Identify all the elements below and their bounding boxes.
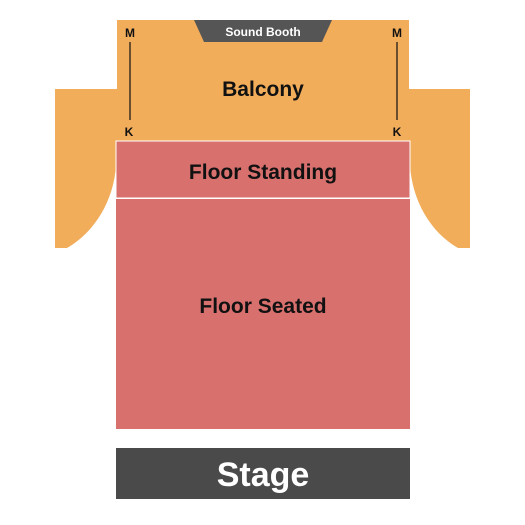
row-marker-left: M K xyxy=(125,26,135,139)
stage: Stage xyxy=(116,448,410,499)
row-label-right-bottom: K xyxy=(393,125,402,139)
balcony-label: Balcony xyxy=(222,78,304,101)
row-label-left-top: M xyxy=(125,26,135,40)
balcony-right-wing[interactable] xyxy=(409,89,470,248)
sound-booth: Sound Booth xyxy=(194,20,332,42)
balcony-left-wing[interactable] xyxy=(55,89,117,248)
section-floor-seated[interactable]: Floor Seated xyxy=(116,199,410,429)
stage-area xyxy=(116,448,410,499)
row-marker-right: M K xyxy=(392,26,402,139)
floor-seated-label: Floor Seated xyxy=(199,295,326,318)
row-label-left-bottom: K xyxy=(125,125,134,139)
sound-booth-label: Sound Booth xyxy=(225,25,300,39)
floor-standing-label: Floor Standing xyxy=(189,161,337,184)
floor-standing-area[interactable] xyxy=(115,140,411,199)
stage-label: Stage xyxy=(217,456,310,494)
row-label-right-top: M xyxy=(392,26,402,40)
sound-booth-shape xyxy=(194,20,332,42)
section-floor-standing[interactable]: Floor Standing xyxy=(115,140,411,199)
floor-seated-area[interactable] xyxy=(116,199,410,429)
